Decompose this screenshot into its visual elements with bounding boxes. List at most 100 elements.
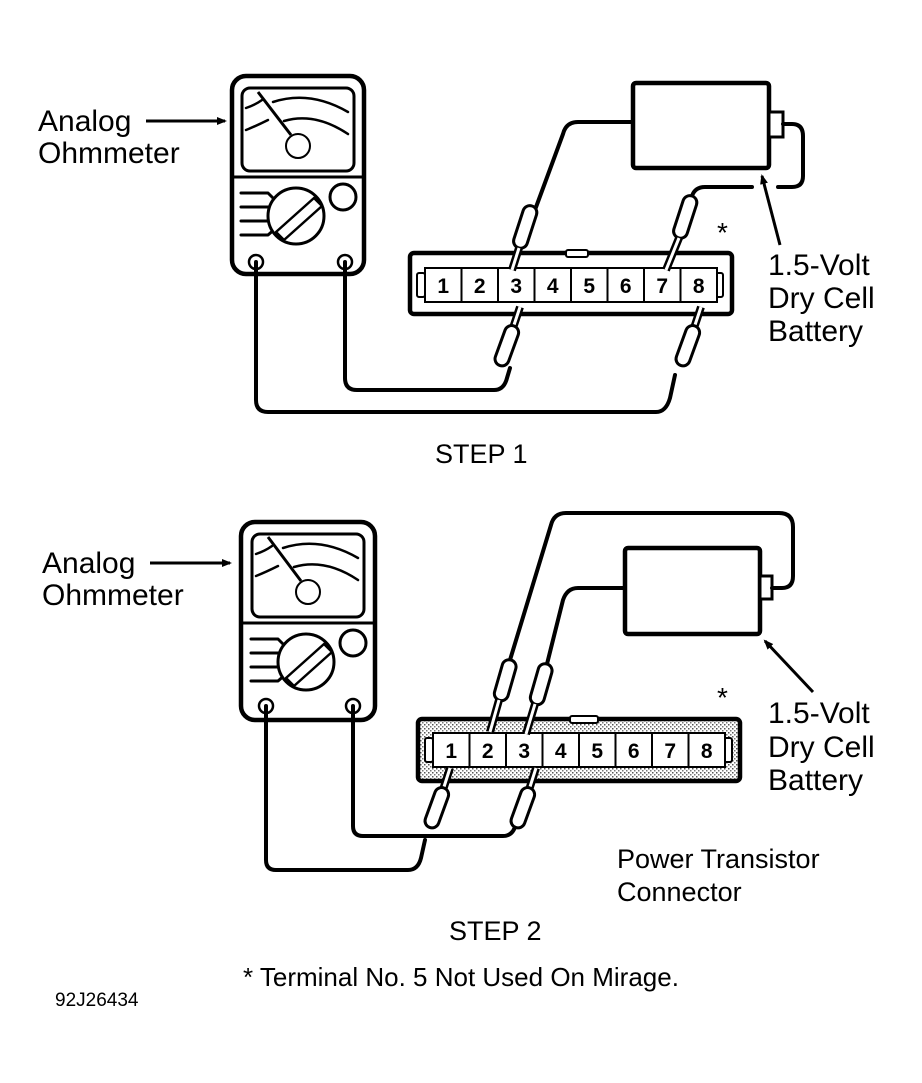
meter-scale-arcs (254, 542, 360, 582)
meter-zero-adjust[interactable] (338, 628, 368, 658)
step2-pin-6[interactable]: 6 (614, 732, 653, 768)
pin-number: 4 (555, 740, 567, 763)
meter-knob-pointer (274, 196, 324, 242)
step1-pin-7[interactable]: 7 (643, 267, 682, 303)
step2-connector-label-line2: Connector (617, 877, 742, 907)
step2-meter-probe-pin3[interactable] (509, 766, 540, 830)
pin-number: 6 (628, 740, 640, 763)
step1-pin-6[interactable]: 6 (606, 267, 645, 303)
step2-pin-8[interactable]: 8 (687, 732, 726, 768)
pin-number: 3 (510, 275, 522, 298)
pin-number: 1 (445, 740, 457, 763)
step1-connector: 1 2 3 4 5 6 7 8 (407, 249, 735, 317)
step1-pin-3[interactable]: 3 (497, 267, 536, 303)
pin-number: 1 (437, 275, 449, 298)
step1-battery-lead-to-pin3 (530, 120, 635, 220)
step1-lead-to-pin8 (254, 260, 677, 414)
step1-pin-8[interactable]: 8 (679, 267, 718, 303)
battery-terminal (767, 110, 785, 139)
meter-scale-arcs (244, 96, 350, 136)
step2-lead-to-pin1 (264, 704, 427, 872)
step2-pin-7[interactable]: 7 (651, 732, 690, 768)
step1-meter-label-line1: Analog (38, 105, 131, 138)
step2-title: STEP 2 (449, 916, 542, 946)
step1-battery (630, 80, 785, 171)
step1-ohmmeter (229, 73, 367, 277)
pin-number: 4 (547, 275, 559, 298)
meter-selector-knob[interactable] (266, 186, 326, 246)
step2-pin-4[interactable]: 4 (541, 732, 580, 768)
step1-asterisk: * (717, 217, 728, 248)
step1-pin-4[interactable]: 4 (533, 267, 572, 303)
step2-battery-probe-pin3[interactable] (522, 662, 554, 736)
meter-zero-adjust[interactable] (328, 182, 358, 212)
battery-body (622, 545, 763, 637)
step2-pin-3[interactable]: 3 (505, 732, 544, 768)
pin-number: 2 (482, 740, 494, 763)
step2-battery (622, 545, 774, 637)
step1-battery-label-line1: 1.5-Volt (768, 249, 870, 282)
figure-code: 92J26434 (55, 990, 139, 1011)
step1-pin-1[interactable]: 1 (424, 267, 463, 303)
step2-battery-lead-to-pin2 (508, 511, 795, 662)
meter-needle-pivot (285, 133, 311, 159)
meter-range-marks (239, 191, 280, 237)
step1-battery-probe-pin7[interactable] (662, 194, 699, 272)
pin-number: 5 (591, 740, 603, 763)
step2-group: Analog Ohmmeter 1 2 3 4 5 6 7 8 (42, 511, 875, 946)
step2-connector-label-line1: Power Transistor (617, 844, 820, 874)
step1-battery-pointer-arrow (760, 174, 782, 246)
step1-group: Analog Ohmmeter 1 2 3 4 5 6 7 8 (38, 73, 875, 469)
pin-number: 8 (701, 740, 713, 763)
footnote: * Terminal No. 5 Not Used On Mirage. (243, 962, 679, 992)
step2-pin-5[interactable]: 5 (578, 732, 617, 768)
pin-cell (651, 732, 690, 768)
pin-number: 2 (474, 275, 486, 298)
step2-connector: 1 2 3 4 5 6 7 8 (415, 715, 743, 784)
step2-battery-label-line2: Dry Cell (768, 731, 875, 764)
step1-meter-probe-pin8[interactable] (674, 305, 705, 368)
step1-pin-5[interactable]: 5 (570, 267, 609, 303)
step1-meter-probe-pin3[interactable] (493, 305, 524, 368)
pin-number: 7 (656, 275, 668, 298)
step2-battery-probe-pin2[interactable] (486, 658, 518, 734)
meter-selector-knob[interactable] (276, 632, 336, 692)
pin-number: 7 (664, 740, 676, 763)
pin-cell (460, 267, 499, 303)
meter-needle (256, 91, 293, 136)
step1-battery-probe-pin3[interactable] (508, 204, 539, 272)
step2-battery-pointer-arrow (763, 639, 815, 694)
step2-ohmmeter (238, 519, 378, 723)
step2-lead-to-pin3 (351, 704, 521, 838)
pin-number: 6 (620, 275, 632, 298)
step1-meter-label-line2: Ohmmeter (38, 137, 180, 170)
step2-pin-1[interactable]: 1 (432, 732, 471, 768)
step2-battery-label-line1: 1.5-Volt (768, 697, 870, 730)
pin-cell (687, 732, 726, 768)
step2-meter-label-line1: Analog (42, 547, 135, 580)
meter-knob-pointer (284, 642, 334, 688)
step1-battery-label-line3: Battery (768, 315, 863, 348)
battery-body (630, 80, 772, 171)
step1-battery-lead-to-pin7 (690, 122, 805, 198)
meter-needle (266, 536, 303, 582)
step2-asterisk: * (717, 682, 728, 713)
step1-battery-label-line2: Dry Cell (768, 282, 875, 315)
pin-number: 5 (583, 275, 595, 298)
step2-meter-probe-pin1[interactable] (423, 766, 454, 830)
step2-battery-label-line3: Battery (768, 764, 863, 797)
step1-title: STEP 1 (435, 439, 528, 469)
step2-battery-lead-to-pin3 (545, 586, 627, 666)
pin-cell (679, 267, 718, 303)
pin-number: 3 (518, 740, 530, 763)
meter-needle-pivot (295, 579, 321, 605)
meter-range-marks (249, 637, 290, 683)
pin-cell (468, 732, 507, 768)
step2-pin-2[interactable]: 2 (468, 732, 507, 768)
step2-meter-label-line2: Ohmmeter (42, 579, 184, 612)
pin-number: 8 (693, 275, 705, 298)
step1-lead-to-pin3 (343, 260, 512, 392)
pin-cell (541, 732, 580, 768)
step1-pin-2[interactable]: 2 (460, 267, 499, 303)
